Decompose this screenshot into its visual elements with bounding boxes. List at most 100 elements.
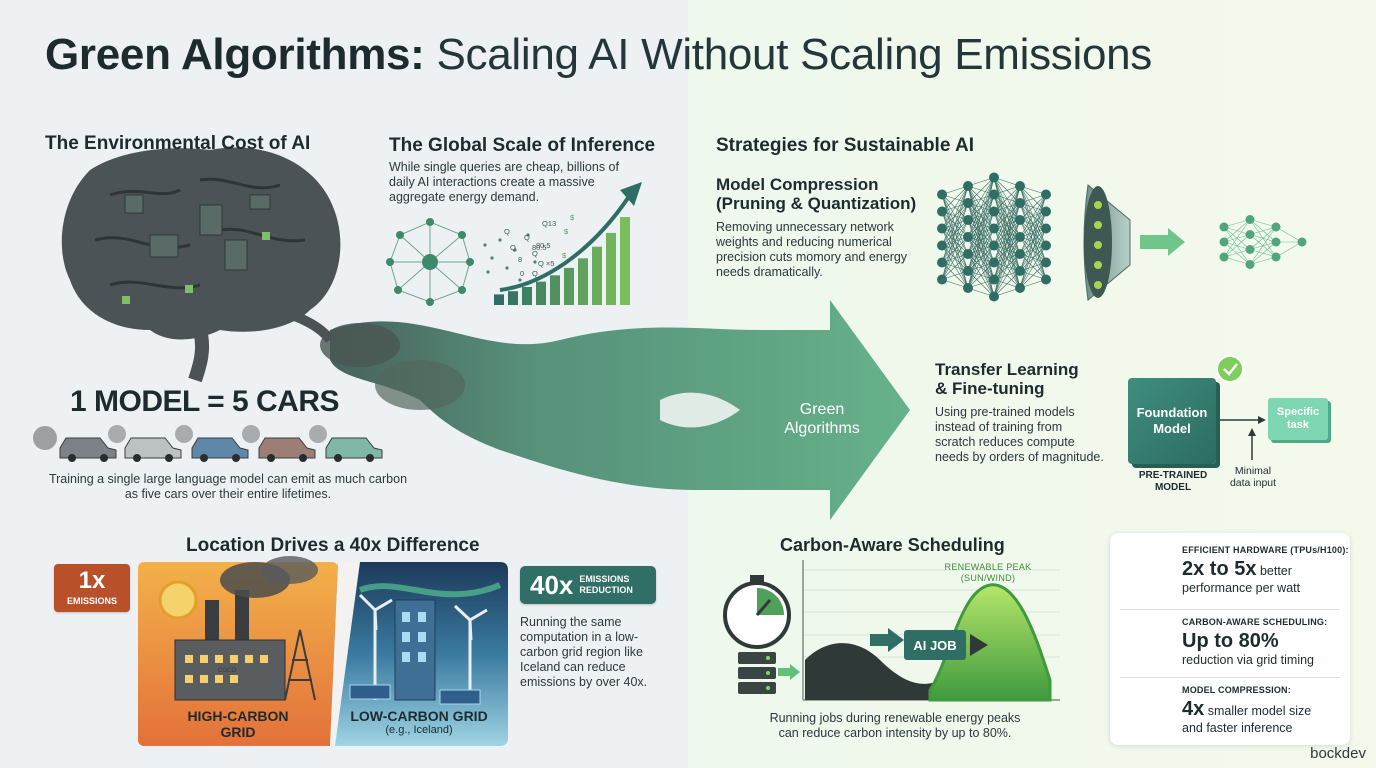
inference-bar xyxy=(522,286,532,305)
network-edge xyxy=(941,185,969,263)
network-node xyxy=(963,232,973,242)
ai-job-box: AI JOB xyxy=(904,630,966,660)
network-node xyxy=(963,249,973,259)
stat-compression-suffix: smaller model size xyxy=(1204,704,1312,718)
network-edge xyxy=(967,245,995,289)
network-node xyxy=(1015,198,1025,208)
network-edge xyxy=(941,253,969,280)
network-node xyxy=(1015,181,1025,191)
task-label-2: task xyxy=(1286,419,1310,431)
network-cluster-illustration xyxy=(386,218,537,306)
network-edge xyxy=(1223,219,1251,243)
network-node xyxy=(1041,206,1051,217)
pretrained-line-1: PRE-TRAINED xyxy=(1138,470,1208,481)
network-node xyxy=(1245,260,1255,269)
stat-hardware-value: 2x to 5x xyxy=(1182,558,1257,580)
network-node xyxy=(1245,230,1255,239)
network-edge xyxy=(941,185,969,246)
inference-heading: The Global Scale of Inference xyxy=(389,135,656,156)
location-description: Running the same computation in a low-ca… xyxy=(520,615,648,689)
network-edge xyxy=(993,185,1021,263)
network-node xyxy=(937,240,947,251)
network-edge xyxy=(941,185,969,212)
network-node xyxy=(989,206,999,217)
growth-arrow-head xyxy=(620,182,642,206)
network-edge xyxy=(1249,256,1277,265)
network-node xyxy=(1041,257,1051,268)
network-edge xyxy=(1249,226,1277,250)
page-title: Green Algorithms: Scaling AI Without Sca… xyxy=(45,30,1152,80)
pretrained-model-label: PRE-TRAINED MODEL xyxy=(1130,470,1216,494)
network-edge xyxy=(1275,241,1303,258)
inference-growth-bars xyxy=(494,217,630,305)
network-node xyxy=(1297,237,1307,247)
network-edge xyxy=(941,202,969,280)
network-node xyxy=(1041,223,1051,234)
server-rack-illustration xyxy=(738,652,800,694)
stats-card: EFFICIENT HARDWARE (TPUs/H100): 2x to 5x… xyxy=(1110,533,1350,745)
network-edge xyxy=(1019,262,1047,289)
network-node xyxy=(963,266,973,276)
strategies-heading: Strategies for Sustainable AI xyxy=(716,135,974,156)
green-algorithms-arrow xyxy=(320,300,910,520)
high-carbon-line-1: HIGH-CARBON xyxy=(187,708,289,724)
brand-watermark: bockdev xyxy=(1310,745,1366,762)
badge-1x-label: EMISSIONS xyxy=(66,596,117,606)
network-node xyxy=(963,215,973,225)
inference-bar xyxy=(494,294,504,305)
minimal-line-1: Minimal xyxy=(1234,465,1272,477)
network-edge xyxy=(941,185,969,229)
low-carbon-grid-illustration xyxy=(330,562,508,746)
compression-funnel-illustration xyxy=(1083,184,1185,301)
network-edge xyxy=(941,236,969,280)
stat-compression-desc: and faster inference xyxy=(1182,721,1293,735)
cars-row-illustration xyxy=(33,425,383,462)
network-node xyxy=(1219,252,1229,262)
stat-scheduling: CARBON-AWARE SCHEDULING: Up to 80% reduc… xyxy=(1182,617,1327,667)
network-node xyxy=(963,181,973,191)
inference-bar xyxy=(550,275,560,305)
network-edge xyxy=(993,185,1021,229)
badge-1x-emissions: 1x EMISSIONS xyxy=(54,564,130,612)
env-cost-description: Training a single large language model c… xyxy=(48,472,408,501)
network-edge xyxy=(967,211,995,289)
compression-heading-1: Model Compression xyxy=(716,175,879,194)
green-algorithms-label: Green Algorithms xyxy=(784,401,860,437)
scheduling-line-1: Running jobs during renewable energy pea… xyxy=(769,711,1021,725)
foundation-label-2: Model xyxy=(1153,421,1191,436)
stat-hardware-desc: performance per watt xyxy=(1182,581,1301,595)
network-edge xyxy=(1019,194,1047,221)
badge-40x-value: 40x xyxy=(530,569,574,600)
high-carbon-line-2: GRID xyxy=(220,724,256,740)
network-node xyxy=(1041,189,1051,200)
network-edge xyxy=(1223,219,1251,228)
network-edge xyxy=(967,177,995,221)
stat-hardware: EFFICIENT HARDWARE (TPUs/H100): 2x to 5x… xyxy=(1182,545,1349,595)
high-carbon-grid-label: HIGH-CARBON GRID xyxy=(148,708,328,740)
network-node xyxy=(937,257,947,268)
inference-bar xyxy=(564,267,574,305)
scheduling-line-2: can reduce carbon intensity by up to 80%… xyxy=(778,726,1012,740)
brain-circuit-illustration xyxy=(61,147,341,383)
network-node xyxy=(1015,215,1025,225)
network-edge xyxy=(993,219,1021,297)
compressed-neural-network-illustration xyxy=(1219,215,1307,269)
network-node xyxy=(989,172,999,183)
stat-hardware-suffix: better xyxy=(1256,564,1292,578)
network-node xyxy=(1245,215,1255,224)
network-node xyxy=(1271,252,1281,262)
network-node xyxy=(1015,266,1025,276)
scheduling-heading: Carbon-Aware Scheduling xyxy=(780,535,1005,555)
network-node xyxy=(989,223,999,234)
network-edge xyxy=(967,177,995,255)
stat-compression: MODEL COMPRESSION: 4x smaller model size… xyxy=(1182,685,1311,735)
network-node xyxy=(937,206,947,217)
foundation-model-box: Foundation Model xyxy=(1128,378,1216,464)
factory-sign: COCO xyxy=(218,668,236,674)
task-label-1: Specific xyxy=(1276,406,1320,418)
page-title-bold: Green Algorithms: xyxy=(45,30,425,79)
network-edge xyxy=(967,177,995,238)
stat-compression-value: 4x xyxy=(1182,698,1205,720)
network-node xyxy=(1271,237,1281,247)
compression-heading-2: (Pruning & Quantization) xyxy=(716,194,917,213)
